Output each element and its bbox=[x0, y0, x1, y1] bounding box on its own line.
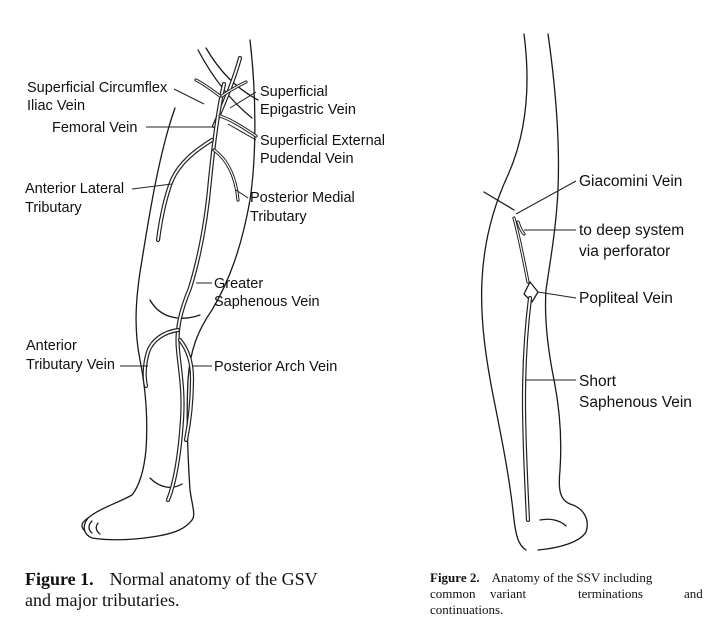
label-femoral-vein: Femoral Vein bbox=[52, 120, 137, 136]
label-superficial-circumflex-2: Iliac Vein bbox=[27, 98, 85, 114]
label-anterior-lateral-1: Anterior Lateral bbox=[25, 181, 124, 197]
label-superficial-external-1: Superficial External bbox=[260, 133, 385, 149]
label-short-saphenous-2: Saphenous Vein bbox=[579, 394, 692, 411]
gsv-trunk bbox=[165, 81, 227, 503]
figure2-leg-illustration bbox=[480, 33, 588, 551]
leg1-ankle-contour bbox=[149, 477, 183, 489]
figure1-leader-lines bbox=[120, 88, 257, 367]
leg1-knee-contour bbox=[149, 299, 201, 319]
label-posterior-medial-1: Posterior Medial bbox=[250, 190, 355, 206]
figure2-caption-word-3: terminations bbox=[578, 586, 643, 601]
label-deep-system-1: to deep system bbox=[579, 222, 684, 239]
figure2-caption-line3: continuations. bbox=[430, 602, 503, 617]
label-giacomini-vein: Giacomini Vein bbox=[579, 173, 682, 190]
label-anterior-lateral-2: Tributary bbox=[25, 200, 82, 216]
leg2-left-outline bbox=[480, 33, 528, 551]
label-superficial-circumflex-1: Superficial Circumflex bbox=[27, 80, 168, 96]
leg1-medial-outline bbox=[186, 39, 256, 521]
label-superficial-external-2: Pudendal Vein bbox=[260, 151, 354, 167]
label-posterior-medial-2: Tributary bbox=[250, 209, 307, 225]
figure2-caption-word-1: common bbox=[430, 586, 476, 601]
label-deep-system-2: via perforator bbox=[579, 243, 670, 260]
label-greater-saphenous-1: Greater bbox=[214, 276, 263, 292]
figure2-leader-lines bbox=[515, 180, 577, 381]
anterior-tributary-vein bbox=[142, 327, 181, 389]
label-anterior-tributary-1: Anterior bbox=[26, 338, 77, 354]
figure2-caption-text1: Anatomy of the SSV including bbox=[492, 570, 653, 585]
figure1-caption-text1: Normal anatomy of the GSV bbox=[110, 569, 318, 589]
label-popliteal-vein: Popliteal Vein bbox=[579, 290, 673, 307]
label-anterior-tributary-2: Tributary Vein bbox=[26, 357, 115, 373]
figure2-caption-word-4: and bbox=[684, 586, 703, 601]
posterior-medial-tributary bbox=[212, 148, 240, 202]
figure2-caption-line1: Figure 2. Anatomy of the SSV including bbox=[430, 569, 653, 586]
figure2-caption-word-2: variant bbox=[490, 586, 526, 601]
label-posterior-arch-vein: Posterior Arch Vein bbox=[214, 359, 337, 375]
label-short-saphenous-1: Short bbox=[579, 373, 617, 390]
figure1-caption-line2: and major tributaries. bbox=[25, 590, 179, 610]
leg2-hamstring-line bbox=[483, 191, 515, 211]
popliteal-vein-junction bbox=[523, 281, 539, 303]
figure1-veins bbox=[142, 55, 258, 503]
leg1-groin-line-b bbox=[205, 47, 259, 101]
figure2-caption-prefix: Figure 2. bbox=[430, 570, 480, 585]
label-superficial-epigastric-1: Superficial bbox=[260, 84, 328, 100]
label-greater-saphenous-2: Saphenous Vein bbox=[214, 294, 320, 310]
leg2-heel-line bbox=[539, 518, 567, 527]
leg1-toes bbox=[81, 517, 101, 535]
figure1-caption-prefix: Figure 1. bbox=[25, 569, 94, 589]
figure2-veins bbox=[512, 216, 539, 523]
figure1-leg-illustration bbox=[81, 39, 259, 541]
label-superficial-epigastric-2: Epigastric Vein bbox=[260, 102, 356, 118]
figure1-caption-line1: Figure 1. Normal anatomy of the GSV bbox=[25, 569, 318, 589]
leg1-lateral-outline bbox=[83, 107, 193, 541]
